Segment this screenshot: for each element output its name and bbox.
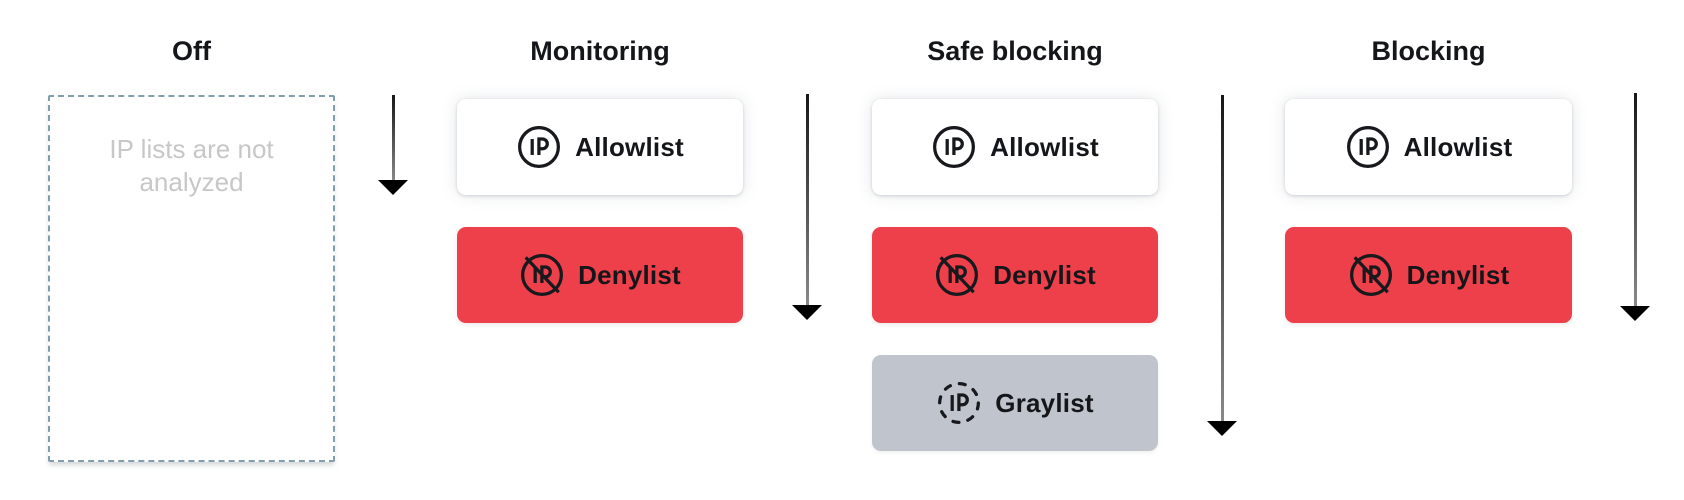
ip-circle-slash-icon bbox=[936, 254, 979, 296]
arrow-down-icon bbox=[378, 180, 408, 195]
column-title-blocking: Blocking bbox=[1371, 36, 1486, 66]
ip-circle-slash-icon bbox=[521, 254, 564, 296]
ip-circle-icon bbox=[1346, 126, 1389, 168]
column-title-safe-blocking: Safe blocking bbox=[927, 36, 1103, 66]
allowlist-card: Allowlist bbox=[872, 99, 1158, 195]
card-label: Graylist bbox=[995, 387, 1094, 418]
denylist-card: Denylist bbox=[457, 227, 743, 323]
arrow-down-icon bbox=[1620, 306, 1650, 321]
denylist-card: Denylist bbox=[1285, 227, 1572, 323]
arrow-down-icon bbox=[792, 305, 822, 320]
ip-circle-slash-icon bbox=[1349, 254, 1392, 296]
arrow-shaft bbox=[391, 95, 395, 182]
allowlist-card: Allowlist bbox=[1285, 99, 1572, 195]
arrow-down-icon bbox=[1207, 421, 1237, 436]
off-empty-box: IP lists are not analyzed bbox=[48, 95, 335, 462]
card-label: Allowlist bbox=[990, 131, 1099, 162]
card-label: Allowlist bbox=[1403, 131, 1513, 162]
card-label: Allowlist bbox=[575, 131, 684, 162]
flow-arrow-off-to-monitoring bbox=[375, 95, 411, 197]
flow-arrow-monitoring-to-safe-blocking bbox=[789, 94, 825, 322]
allowlist-card: Allowlist bbox=[457, 99, 743, 195]
arrow-shaft bbox=[1220, 95, 1224, 423]
card-label: Denylist bbox=[993, 259, 1096, 290]
flow-arrow-safe-blocking-to-blocking bbox=[1204, 95, 1240, 438]
denylist-card: Denylist bbox=[872, 227, 1158, 323]
ip-circle-icon bbox=[933, 126, 976, 168]
flow-arrow-after-blocking bbox=[1617, 93, 1653, 323]
column-title-monitoring: Monitoring bbox=[530, 36, 670, 66]
card-label: Denylist bbox=[578, 259, 681, 290]
ip-circle-icon bbox=[518, 126, 561, 168]
graylist-card: Graylist bbox=[872, 355, 1158, 451]
ip-circle-dashed-icon bbox=[938, 382, 981, 424]
arrow-shaft bbox=[805, 94, 809, 307]
arrow-shaft bbox=[1633, 93, 1637, 308]
card-label: Denylist bbox=[1406, 259, 1510, 290]
column-title-off: Off bbox=[172, 36, 211, 66]
off-placeholder-text: IP lists are not analyzed bbox=[109, 134, 274, 197]
